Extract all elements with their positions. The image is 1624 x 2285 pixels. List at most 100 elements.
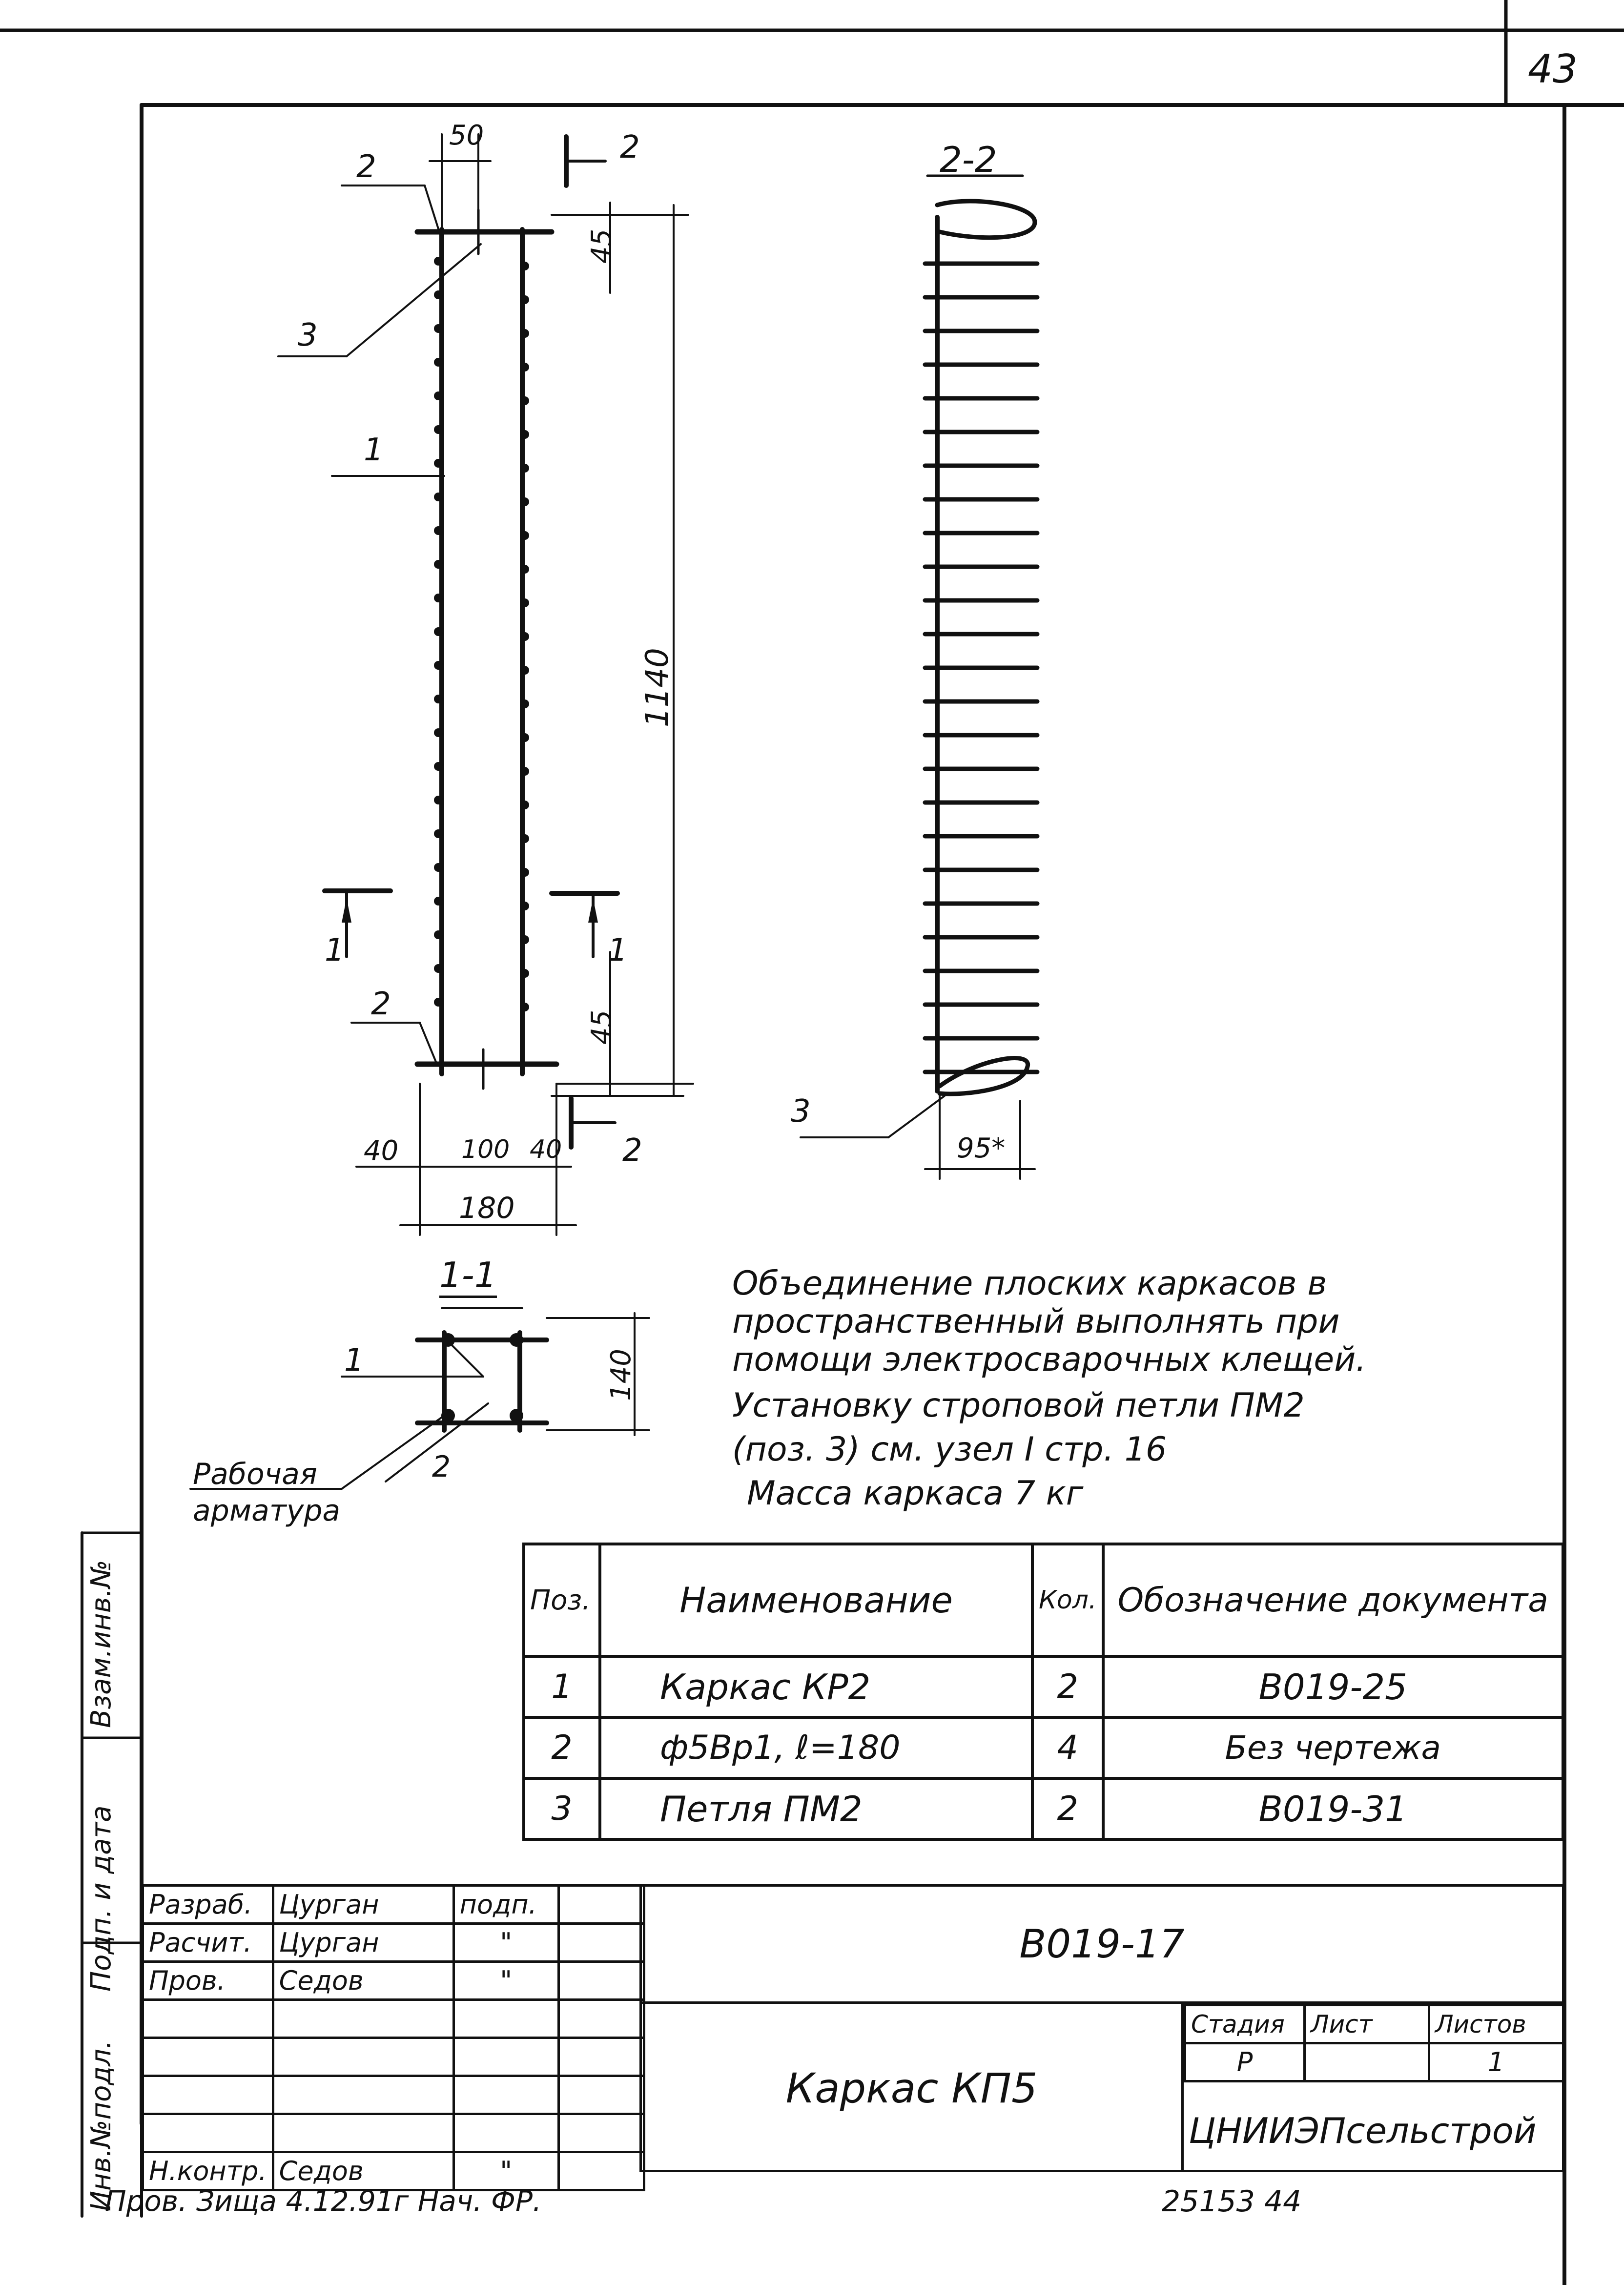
- rod-dot: [434, 728, 443, 737]
- rod-dot: [520, 834, 529, 843]
- section-1-1-pos1: 1: [344, 1342, 364, 1379]
- section-mark-right-1: 1: [608, 932, 628, 968]
- date: [557, 1998, 645, 2039]
- rod-dot: [520, 632, 529, 641]
- sheet-value: [1303, 2042, 1430, 2082]
- rod-dot: [520, 430, 529, 439]
- section-2-2-dim: 95*: [957, 1132, 1006, 1164]
- role: Н.контр.: [142, 2151, 274, 2191]
- section-1-1-pos2: 2: [432, 1450, 451, 1484]
- rod-dot: [434, 998, 443, 1007]
- cell-pos: 2: [522, 1716, 601, 1780]
- header-pos: Поз.: [522, 1543, 601, 1658]
- table-row: Стадия Лист Листов: [1184, 2004, 1564, 2044]
- role: [142, 2075, 274, 2115]
- dim-right-cover: 40: [530, 1135, 562, 1164]
- rod-dot: [434, 324, 443, 333]
- note-line: (поз. 3) см. узел I стр. 16: [732, 1430, 1167, 1469]
- person: [271, 2037, 455, 2077]
- role: [142, 2113, 274, 2153]
- person: Цурган: [271, 1884, 455, 1925]
- dim-bottom-offset: 45: [586, 1009, 617, 1045]
- cell-qty: 2: [1031, 1655, 1105, 1719]
- rod-dot: [434, 695, 443, 703]
- checked-by-note: Пров. Зища 4.12.91г Нач. ФР.: [105, 2184, 542, 2218]
- rod-dot: [520, 329, 529, 338]
- archive-number: 25153 44: [1162, 2184, 1302, 2219]
- sheets-header: Листов: [1428, 2004, 1564, 2044]
- table-row: 3 Петля ПМ2 2 В019-31: [522, 1777, 1564, 1841]
- rod-dot: [520, 598, 529, 607]
- doc-code: В019-17: [642, 1887, 1562, 2004]
- cell-pos: 1: [522, 1655, 601, 1719]
- dim-left-cover: 40: [364, 1135, 399, 1167]
- date: [557, 2151, 645, 2191]
- dim-top-offset: 45: [586, 228, 617, 264]
- date: [557, 2037, 645, 2077]
- signature: подп.: [452, 1884, 560, 1925]
- cell-document: В019-25: [1101, 1655, 1564, 1719]
- note-line: Масса каркаса 7 кг: [747, 1474, 1084, 1513]
- date: [557, 2113, 645, 2153]
- stage-sheet-table: Стадия Лист Листов Р 1: [1184, 2004, 1564, 2082]
- rod-dot: [520, 565, 529, 574]
- rod-dot: [434, 391, 443, 400]
- role: Разраб.: [142, 1884, 274, 1925]
- rod-dot: [520, 902, 529, 910]
- rod-dot: [434, 459, 443, 468]
- date: [557, 2075, 645, 2115]
- cell-name: Каркас КР2: [598, 1655, 1034, 1719]
- role: [142, 1998, 274, 2039]
- note-line: помощи электросварочных клещей.: [732, 1340, 1367, 1379]
- dim-middle: 100: [461, 1135, 510, 1164]
- rod-dot: [520, 666, 529, 675]
- signature: [452, 1998, 560, 2039]
- callout-pos2-top: 2: [356, 149, 376, 185]
- rod-dot: [434, 493, 443, 501]
- person: [271, 2113, 455, 2153]
- page-number: 43: [1528, 46, 1578, 92]
- table-row: Н.контр.Седов": [142, 2151, 645, 2191]
- signature: [452, 2037, 560, 2077]
- rod-dot: [520, 733, 529, 742]
- sheets-value: 1: [1428, 2042, 1564, 2082]
- organization: ЦНИИЭПсельстрой: [1189, 2110, 1537, 2151]
- header-document: Обозначение документа: [1101, 1543, 1564, 1658]
- date: [557, 1960, 645, 2001]
- table-row: [142, 2113, 645, 2153]
- cell-pos: 3: [522, 1777, 601, 1841]
- rod-dot: [520, 262, 529, 270]
- header-qty: Кол.: [1031, 1543, 1105, 1658]
- role: [142, 2037, 274, 2077]
- rod-dot: [520, 295, 529, 304]
- rod-dot: [434, 425, 443, 434]
- date: [557, 1884, 645, 1925]
- table-header-row: Поз. Наименование Кол. Обозначение докум…: [522, 1543, 1564, 1658]
- rod-dot: [520, 396, 529, 405]
- rod-dot: [434, 930, 443, 939]
- table-row: [142, 2075, 645, 2115]
- rod-dot: [434, 594, 443, 602]
- rod-dot: [520, 969, 529, 978]
- cell-name: ф5Вр1, ℓ=180: [598, 1716, 1034, 1780]
- rod-dot: [434, 829, 443, 838]
- rod-dot: [434, 526, 443, 535]
- note-line: Установку строповой петли ПМ2: [732, 1386, 1305, 1425]
- rod-dot: [520, 935, 529, 944]
- section-mark-bottom-2: 2: [622, 1132, 642, 1169]
- person: Седов: [271, 1960, 455, 2001]
- dim-top-width: 50: [449, 120, 484, 151]
- rod-dot: [520, 363, 529, 371]
- cell-document: В019-31: [1101, 1777, 1564, 1841]
- cell-qty: 4: [1031, 1716, 1105, 1780]
- cell-qty: 2: [1031, 1777, 1105, 1841]
- section-mark-top-2: 2: [620, 129, 640, 165]
- table-row: 1 Каркас КР2 2 В019-25: [522, 1655, 1564, 1719]
- rod-dot: [434, 964, 443, 973]
- rod-dot: [434, 661, 443, 670]
- section-1-1-title: 1-1: [439, 1255, 497, 1298]
- callout-pos2-bottom: 2: [371, 986, 391, 1022]
- section-mark-left-1: 1: [325, 932, 345, 968]
